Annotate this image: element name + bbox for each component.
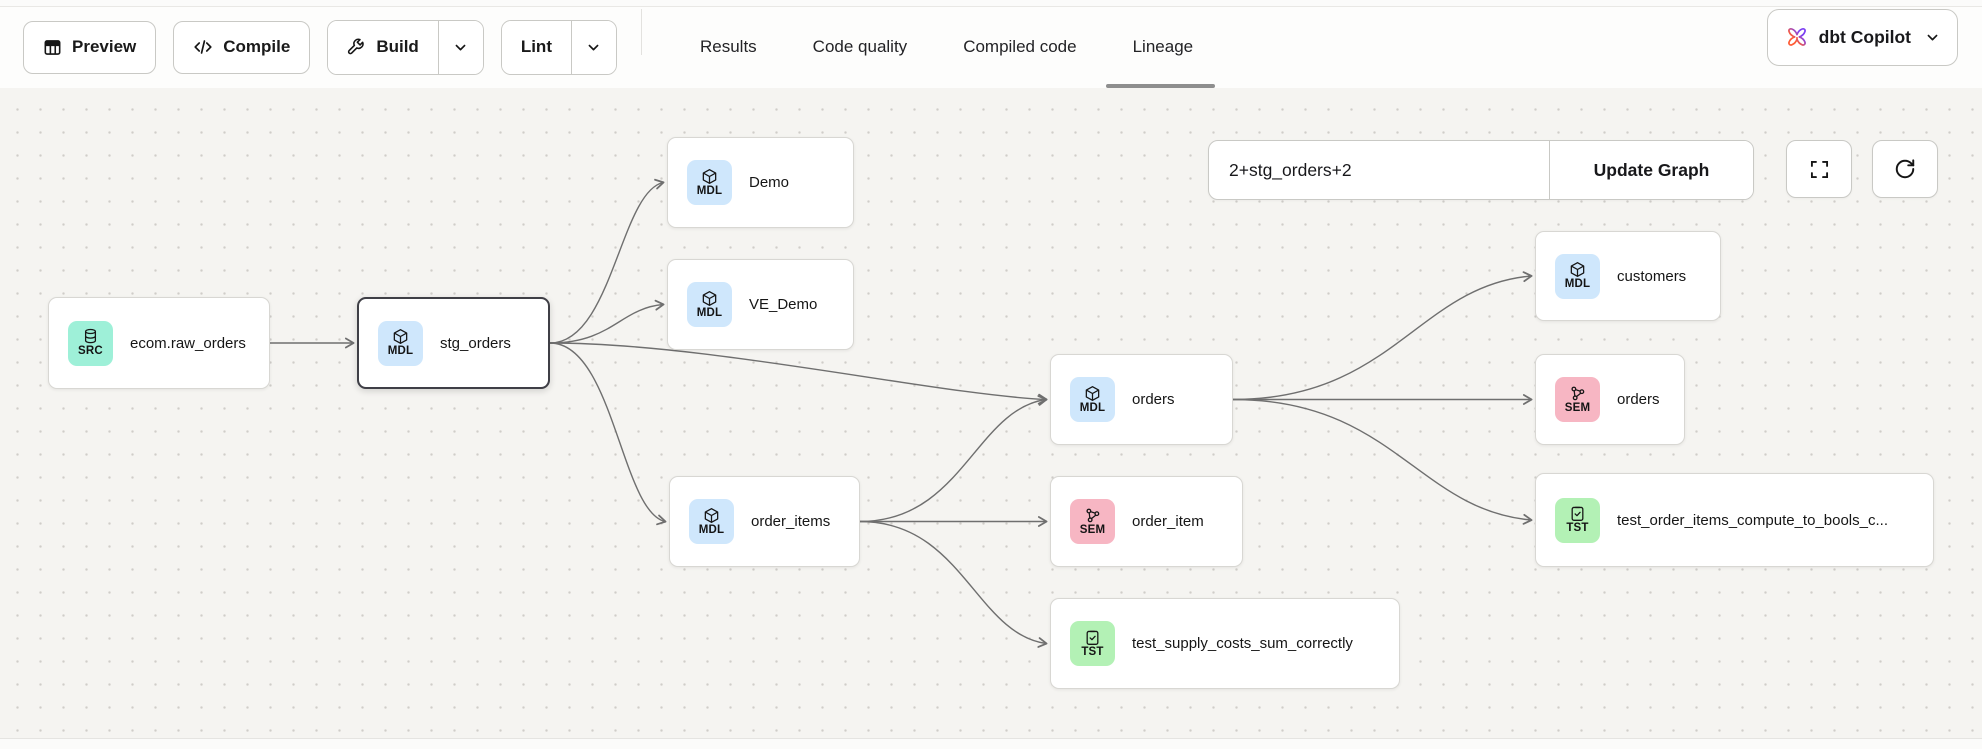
lineage-node-test_order[interactable]: TST test_order_items_compute_to_bools_c..…: [1535, 473, 1934, 567]
mdl-badge: MDL: [378, 320, 423, 366]
mdl-badge: MDL: [1555, 253, 1600, 299]
node-label: orders: [1132, 391, 1175, 408]
toolbar-tabs-divider: [640, 9, 642, 55]
chevron-down-icon: [453, 40, 468, 55]
fullscreen-button[interactable]: [1786, 140, 1852, 198]
fullscreen-icon: [1809, 159, 1830, 180]
database-icon: [82, 328, 99, 345]
badge-code: SEM: [1079, 523, 1106, 536]
model-selector-input[interactable]: 2+stg_orders+2: [1209, 141, 1550, 199]
node-label: VE_Demo: [749, 296, 818, 313]
cube-icon: [701, 290, 718, 307]
badge-code: TST: [1566, 522, 1589, 535]
editor-action-buttons: Preview Compile Build: [23, 19, 617, 75]
lineage-node-demo[interactable]: MDL Demo: [667, 137, 854, 228]
badge-code: MDL: [387, 345, 414, 358]
preview-button-label: Preview: [72, 37, 137, 56]
tab-compiled-code[interactable]: Compiled code: [963, 37, 1077, 56]
node-label: order_items: [751, 513, 831, 530]
badge-code: MDL: [1564, 278, 1591, 291]
lineage-node-orders_mdl[interactable]: MDL orders: [1050, 354, 1233, 445]
compile-button-label: Compile: [223, 37, 291, 56]
sem-badge: SEM: [1070, 499, 1115, 544]
lineage-node-order_item_sem[interactable]: SEM order_item: [1050, 476, 1243, 567]
cube-icon: [1569, 261, 1586, 278]
node-label: Demo: [749, 174, 790, 191]
build-button-label: Build: [376, 37, 419, 56]
cube-icon: [392, 328, 409, 345]
lint-button-label: Lint: [520, 37, 552, 56]
code-icon: [193, 37, 213, 57]
lint-dropdown-button[interactable]: [571, 20, 616, 74]
cube-icon: [1084, 385, 1101, 402]
badge-code: TST: [1081, 645, 1104, 658]
node-label: test_supply_costs_sum_correctly: [1132, 635, 1353, 652]
lineage-selector-bar: 2+stg_orders+2 Update Graph: [1208, 140, 1754, 200]
preview-button[interactable]: Preview: [23, 20, 157, 74]
node-label: customers: [1617, 267, 1687, 285]
lineage-node-ecom_raw_orders[interactable]: SRC ecom.raw_orders: [48, 297, 270, 389]
model-selector-value: 2+stg_orders+2: [1229, 159, 1352, 180]
lineage-node-orders_sem[interactable]: SEM orders: [1535, 354, 1685, 445]
sem-badge: SEM: [1555, 377, 1600, 422]
tst-badge: TST: [1070, 621, 1115, 666]
dbt-copilot-label: dbt Copilot: [1818, 27, 1911, 47]
pane-divider-strip: [0, 0, 1982, 7]
mdl-badge: MDL: [687, 282, 732, 327]
topbar-row: Preview Compile Build: [0, 6, 1982, 88]
tab-results[interactable]: Results: [699, 37, 757, 56]
mdl-badge: MDL: [1070, 377, 1115, 422]
refresh-icon: [1894, 158, 1916, 180]
compile-button[interactable]: Compile: [173, 20, 311, 74]
build-dropdown-button[interactable]: [438, 20, 483, 74]
dbt-copilot-logo-icon: [1785, 26, 1809, 50]
wrench-icon: [347, 38, 366, 57]
mdl-badge: MDL: [689, 499, 734, 544]
node-label: stg_orders: [440, 334, 511, 352]
mdl-badge: MDL: [687, 160, 732, 205]
dbt-copilot-button[interactable]: dbt Copilot: [1766, 9, 1958, 66]
refresh-button[interactable]: [1872, 140, 1938, 198]
lineage-node-order_items[interactable]: MDL order_items: [669, 476, 860, 567]
badge-code: MDL: [696, 184, 723, 197]
lint-split-button: Lint: [500, 19, 617, 75]
cube-icon: [701, 168, 718, 185]
table-icon: [43, 38, 62, 57]
lineage-node-ve_demo[interactable]: MDL VE_Demo: [667, 259, 854, 350]
semantic-graph-icon: [1084, 507, 1101, 524]
build-button[interactable]: Build: [328, 20, 439, 74]
tst-badge: TST: [1555, 497, 1600, 543]
node-label: test_order_items_compute_to_bools_c...: [1617, 511, 1888, 529]
clipboard-check-icon: [1084, 629, 1101, 646]
cube-icon: [703, 507, 720, 524]
topbar: Preview Compile Build: [0, 0, 1982, 88]
badge-code: MDL: [698, 523, 725, 536]
update-graph-button[interactable]: Update Graph: [1550, 141, 1753, 199]
badge-code: SRC: [78, 345, 103, 358]
lineage-node-stg_orders[interactable]: MDL stg_orders: [357, 297, 550, 389]
semantic-graph-icon: [1569, 385, 1586, 402]
node-label: orders: [1617, 391, 1660, 408]
lineage-node-customers[interactable]: MDL customers: [1535, 231, 1721, 321]
result-tabs: Results Code quality Compiled code Linea…: [699, 6, 1215, 88]
badge-code: SEM: [1564, 401, 1591, 414]
badge-code: MDL: [1079, 401, 1106, 414]
tab-code-quality[interactable]: Code quality: [812, 37, 908, 56]
badge-code: MDL: [696, 306, 723, 319]
src-badge: SRC: [68, 320, 113, 366]
canvas-bottom-strip: [0, 738, 1982, 749]
clipboard-check-icon: [1569, 505, 1586, 522]
chevron-down-icon: [586, 40, 601, 55]
lineage-node-test_supply[interactable]: TST test_supply_costs_sum_correctly: [1050, 598, 1400, 689]
build-split-button: Build: [327, 19, 484, 75]
node-label: ecom.raw_orders: [130, 334, 246, 352]
chevron-down-icon: [1925, 30, 1940, 45]
node-label: order_item: [1132, 513, 1204, 530]
tab-lineage[interactable]: Lineage: [1105, 6, 1215, 88]
lint-button[interactable]: Lint: [501, 20, 572, 74]
